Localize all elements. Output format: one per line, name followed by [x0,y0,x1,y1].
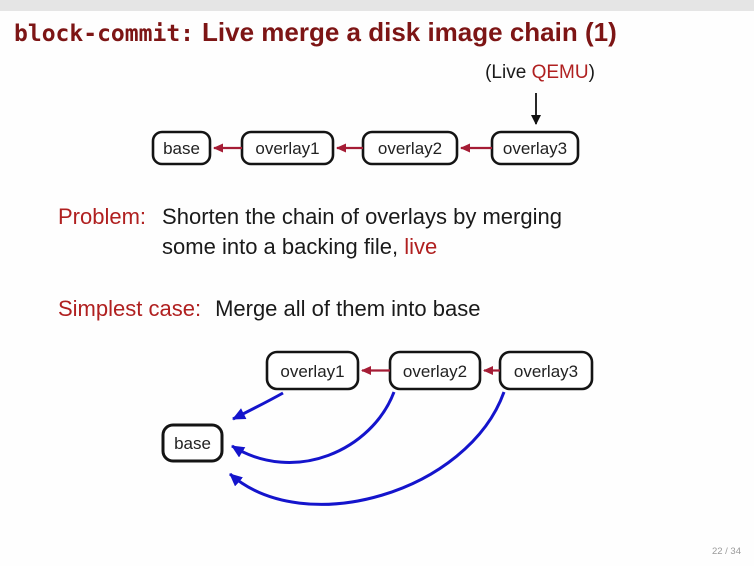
node-overlay1-label: overlay1 [255,139,319,158]
live-qemu-prefix: (Live [485,62,532,83]
live-qemu-annotation: (Live QEMU) [440,62,640,84]
node2-base-label: base [174,434,211,453]
problem-line2: some into a backing file, [162,234,399,259]
chain-diagram-1: base overlay1 overlay2 overlay3 [151,130,580,166]
slide-top-band [0,0,754,11]
slide-title: block-commit: Live merge a disk image cha… [14,17,617,48]
problem-statement: Problem: Shorten the chain of overlays b… [58,202,562,262]
page-number: 22 / 34 [711,546,741,557]
live-qemu-suffix: ) [588,62,595,83]
title-text-part: Live merge a disk image chain (1) [202,17,617,47]
node2-base [161,423,224,463]
merge-arrow-overlay3-to-base [229,391,506,506]
node-overlay2-label: overlay2 [378,139,442,158]
live-qemu-word: QEMU [531,62,589,83]
simplest-case-statement: Simplest case: Merge all of them into ba… [58,296,480,322]
simplest-case-text: Merge all of them into base [215,296,481,321]
merge-arrow-overlay2-to-base [231,391,396,464]
problem-text: Shorten the chain of overlays by merging… [162,202,562,262]
merge-arrow-overlay1-to-base [232,391,284,421]
node2-overlay1-label: overlay1 [280,362,344,381]
problem-line1: Shorten the chain of overlays by merging [162,204,562,229]
title-code-part: block-commit: [14,21,195,47]
problem-label: Problem: [58,204,147,229]
node2-overlay2-label: overlay2 [403,362,467,381]
node-base-label: base [163,139,200,158]
problem-live-word: live [404,234,438,259]
node-overlay3-label: overlay3 [503,139,567,158]
simplest-case-label: Simplest case: [58,296,202,321]
node2-overlay1 [265,350,360,391]
chain-diagram-2: overlay1 overlay2 overlay3 base [161,350,594,506]
node2-overlay3-label: overlay3 [514,362,578,381]
node-base [151,130,212,166]
